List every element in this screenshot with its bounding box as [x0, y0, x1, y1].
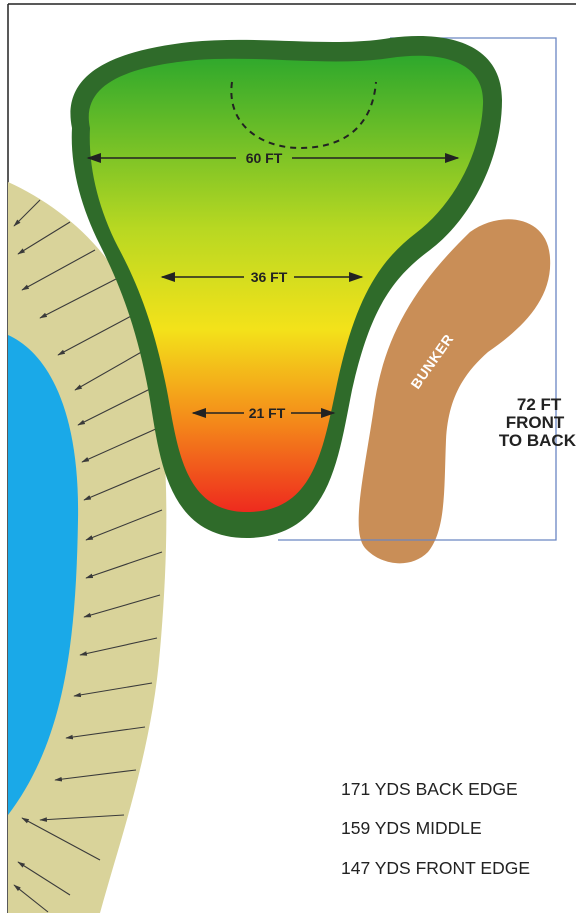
yardage-middle: 159 YDS MIDDLE — [341, 818, 482, 838]
depth-label-line-3: TO BACK — [499, 431, 576, 450]
yardage-back-edge: 171 YDS BACK EDGE — [341, 779, 518, 799]
depth-label-line-1: 72 FT — [517, 395, 562, 414]
depth-label-line-2: FRONT — [506, 413, 565, 432]
width-label-middle: 36 FT — [251, 269, 288, 285]
width-label-front: 21 FT — [249, 405, 286, 421]
depth-label: 72 FT FRONT TO BACK — [499, 395, 576, 450]
yardage-front-edge: 147 YDS FRONT EDGE — [341, 858, 530, 878]
width-label-back: 60 FT — [246, 150, 283, 166]
